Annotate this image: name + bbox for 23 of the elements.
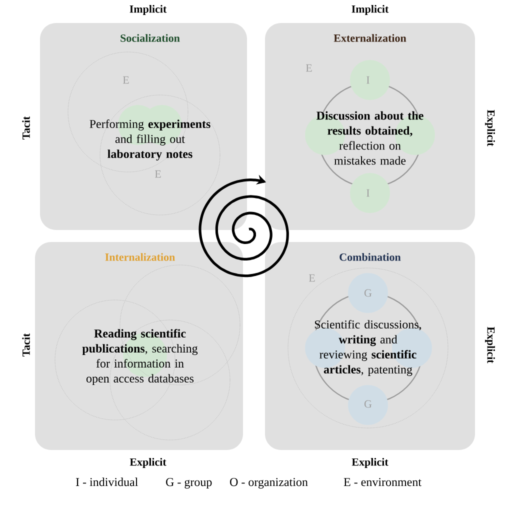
circle-letter: E <box>308 274 315 282</box>
circle-letter: E <box>306 64 312 72</box>
activity-text: Scientific discussions, writing and reviewing scientific articles, patenting <box>314 320 422 376</box>
circle-letter: I <box>366 189 370 197</box>
circle-letter: E <box>154 170 161 178</box>
activity-text: Performing experiments and filling out laboratory notes <box>90 119 210 160</box>
circle-letter: I <box>366 76 370 84</box>
quadrant-title: Internalization <box>105 253 175 261</box>
key-entry: E - environment <box>344 478 422 486</box>
key-entry: I - individual <box>76 478 138 486</box>
quadrant-title: Combination <box>340 253 401 261</box>
axis-label: Explicit <box>485 326 495 364</box>
key-entry: O - organization <box>230 478 308 489</box>
activity-text: Reading scientific publications, searching for information in open access databases <box>82 328 198 385</box>
circle-letter: G <box>364 400 372 408</box>
axis-label: Explicit <box>485 110 495 146</box>
quadrant-title: Socialization <box>120 34 180 42</box>
quadrant-title: Externalization <box>334 34 406 42</box>
axis-label: Tacit <box>22 116 30 140</box>
circle-letter: G <box>364 289 372 297</box>
circle-letter: E <box>122 76 129 84</box>
key-entry: G - group <box>166 478 212 489</box>
activity-text: Discussion about the results obtained, reflection on mistakes made <box>316 111 424 165</box>
